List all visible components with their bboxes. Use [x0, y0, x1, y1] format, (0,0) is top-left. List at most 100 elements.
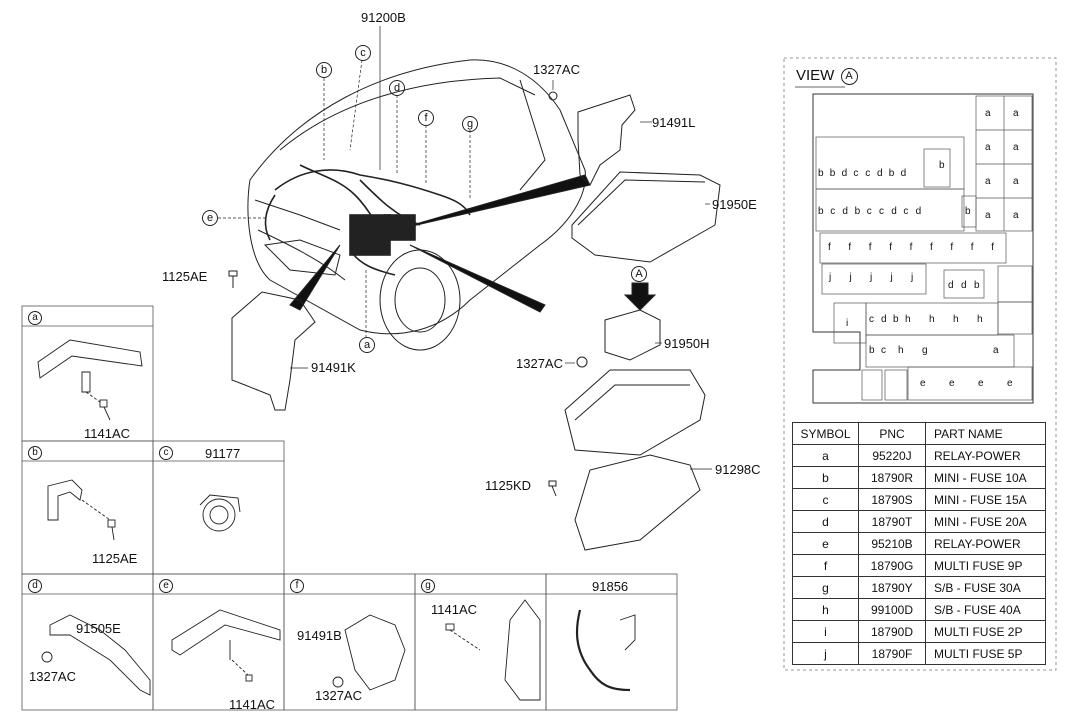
fuse-label: d	[948, 280, 954, 291]
cell-part-name: MINI - FUSE 15A	[925, 488, 1046, 511]
fuse-label: j	[829, 272, 832, 283]
fuse-label: j	[870, 272, 873, 283]
fuse-label: d	[881, 314, 887, 325]
cell-symbol: i	[792, 620, 859, 643]
fuse-label: c	[879, 206, 884, 217]
callout-91298C: 91298C	[715, 462, 761, 477]
fuse-label: a	[993, 345, 999, 356]
fuse-label: h	[898, 345, 904, 356]
letter-callout-b: b	[316, 62, 332, 78]
panel-f-part-1327AC: 1327AC	[315, 688, 362, 703]
fuse-label: a	[985, 142, 991, 153]
header-pnc: PNC	[858, 422, 926, 445]
panel-a-letter: a	[28, 311, 42, 325]
fuse-label: e	[978, 378, 984, 389]
panel-c-title: 91177	[205, 446, 241, 461]
fuse-label: b	[965, 206, 971, 217]
fuse-label: b	[974, 280, 980, 291]
callout-91950H: 91950H	[664, 336, 710, 351]
fuse-label: c	[853, 168, 859, 179]
letter-callout-f: f	[418, 110, 434, 126]
letter-callout-view-A: A	[631, 266, 647, 282]
fuse-label: c	[866, 206, 872, 217]
callout-91491K: 91491K	[311, 360, 356, 375]
cell-part-name: RELAY-POWER	[925, 532, 1046, 555]
cell-pnc: 99100D	[858, 598, 926, 621]
fuse-label: g	[922, 345, 928, 356]
panel-a-part-1141AC: 1141AC	[84, 426, 131, 441]
cell-symbol: a	[792, 444, 859, 467]
fuse-label: d	[841, 168, 848, 179]
panel-d-part-91505E: 91505E	[76, 621, 121, 636]
panel-f-part-91491B: 91491B	[297, 628, 342, 643]
callout-1125AE-main: 1125AE	[162, 269, 208, 284]
cell-part-name: MINI - FUSE 20A	[925, 510, 1046, 533]
lower-tray	[574, 454, 701, 551]
fuse-label: h	[977, 314, 983, 325]
cell-part-name: S/B - FUSE 30A	[925, 576, 1046, 599]
view-arrow	[623, 282, 657, 311]
detail-panel-grid	[21, 305, 678, 711]
cell-symbol: d	[792, 510, 859, 533]
fuse-label: f	[991, 242, 994, 253]
panel-g-part-1141AC: 1141AC	[431, 602, 478, 617]
junction-box	[564, 369, 706, 456]
panel-c-letter: c	[159, 446, 173, 460]
fuse-label: a	[1013, 176, 1019, 187]
cell-pnc: 95210B	[858, 532, 926, 555]
view-label: VIEW	[796, 67, 835, 84]
fuse-label: i	[846, 318, 849, 329]
letter-callout-g: g	[462, 116, 478, 132]
fuse-grid	[815, 95, 1033, 401]
fuse-label: d	[842, 206, 848, 217]
letter-callout-a: a	[359, 337, 375, 353]
fuse-label: e	[920, 378, 926, 389]
wiring-harness	[264, 164, 471, 276]
cell-part-name: S/B - FUSE 40A	[925, 598, 1046, 621]
cell-pnc: 18790Y	[858, 576, 926, 599]
fuse-label: d	[900, 168, 907, 179]
fuse-label: f	[970, 242, 974, 253]
fuse-label: b	[818, 168, 824, 179]
panel-b-letter: b	[28, 446, 42, 460]
cell-symbol: j	[792, 642, 859, 665]
cell-symbol: f	[792, 554, 859, 577]
panel-sketches	[37, 339, 636, 701]
fuse-label: c	[881, 345, 886, 356]
cell-symbol: b	[792, 466, 859, 489]
fuse-label: a	[1013, 142, 1019, 153]
header-symbol: SYMBOL	[792, 422, 859, 445]
fuse-label: a	[985, 210, 991, 221]
fuse-label: a	[1013, 210, 1019, 221]
fuse-label: d	[877, 168, 883, 179]
fuse-label: c	[869, 314, 874, 325]
fuse-label: b	[818, 206, 824, 217]
leader-wedge-2	[409, 244, 546, 313]
letter-callout-c: c	[355, 45, 371, 61]
cell-pnc: 18790G	[858, 554, 926, 577]
fuse-label: a	[1013, 108, 1019, 119]
fuse-label: e	[1007, 378, 1013, 389]
fuse-label: f	[909, 242, 913, 253]
fuse-panel-outline	[812, 93, 1034, 404]
fuse-label: b	[869, 345, 875, 356]
fuse-label: h	[929, 314, 935, 325]
panel-d-letter: d	[28, 579, 42, 593]
fuse-label: d	[891, 206, 897, 217]
fuse-label: d	[961, 280, 967, 291]
fuse-label: f	[889, 242, 892, 253]
callout-1327AC-top: 1327AC	[533, 62, 580, 77]
fuse-label: e	[949, 378, 955, 389]
panel-e-letter: e	[159, 579, 173, 593]
cell-pnc: 18790F	[858, 642, 926, 665]
fuse-label: b	[939, 160, 945, 171]
